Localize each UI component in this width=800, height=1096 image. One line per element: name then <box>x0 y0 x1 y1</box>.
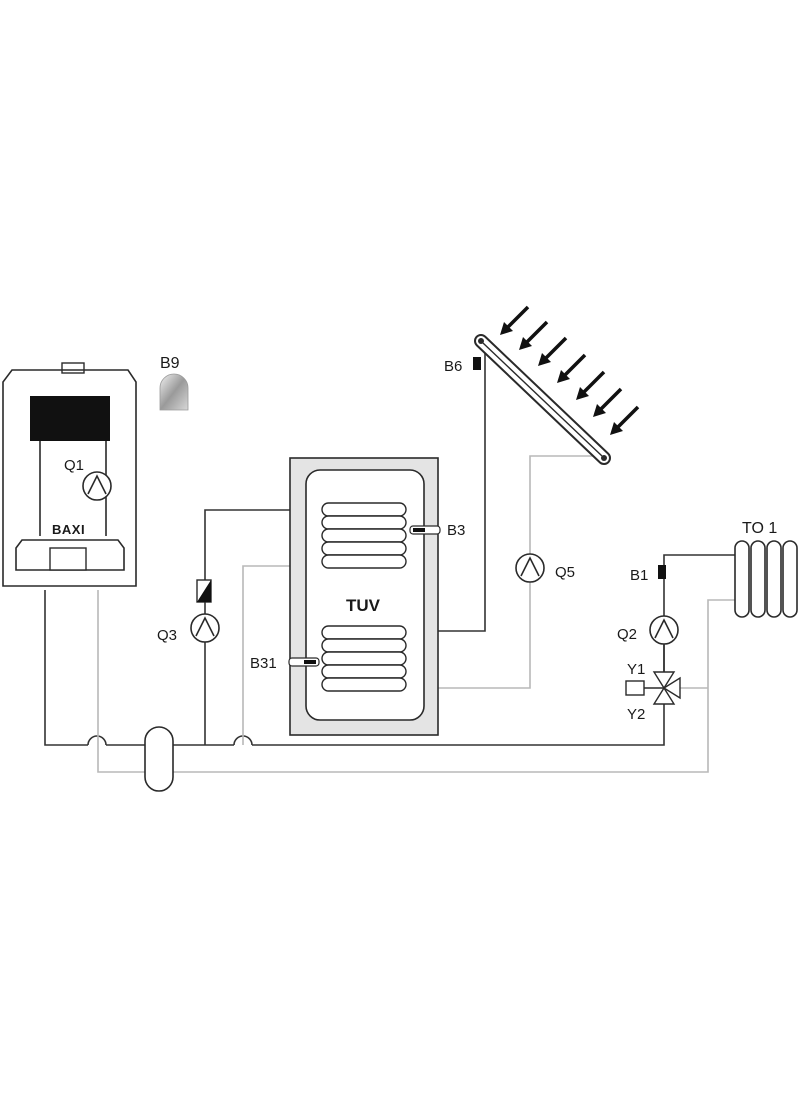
sensor-b31 <box>288 657 320 667</box>
boiler-brand: BAXI <box>52 522 85 537</box>
sensor-b3 <box>409 525 441 535</box>
upper-coil <box>321 502 407 569</box>
hydraulic-separator <box>144 726 174 792</box>
pump-q2-label: Q2 <box>617 626 637 643</box>
boiler-unit: BAXI Q1 <box>2 362 137 587</box>
pump-q2 <box>649 615 679 645</box>
sensor-b9-label: B9 <box>160 355 180 372</box>
pump-q5 <box>515 553 545 583</box>
boiler-display <box>30 396 110 441</box>
sensor-b1 <box>658 565 666 579</box>
pump-q1-label: Q1 <box>64 457 84 474</box>
radiator <box>734 540 798 618</box>
valve-y1-label: Y1 <box>627 661 645 678</box>
pump-q3-label: Q3 <box>157 627 177 644</box>
valve-y2-label: Y2 <box>627 706 645 723</box>
pump-q5-label: Q5 <box>555 564 575 581</box>
pump-q3 <box>190 613 220 643</box>
sun-ray-arrows <box>500 305 640 435</box>
sensor-b3-label: B3 <box>447 522 465 539</box>
hot-water-tank <box>288 457 441 736</box>
pump-q1 <box>82 471 112 501</box>
valve-actuator <box>625 680 645 696</box>
solar-collector <box>474 334 611 465</box>
mixing-valve <box>625 671 681 705</box>
sensor-b6-label: B6 <box>444 358 462 375</box>
tank-label: TUV <box>346 596 381 615</box>
check-valve <box>196 579 212 603</box>
outdoor-sensor-b9 <box>159 373 189 411</box>
lower-coil <box>321 625 407 692</box>
sensor-b31-label: B31 <box>250 655 277 672</box>
sensor-b1-label: B1 <box>630 567 648 584</box>
radiator-label: TO 1 <box>742 520 777 537</box>
sensor-b6 <box>473 357 481 370</box>
